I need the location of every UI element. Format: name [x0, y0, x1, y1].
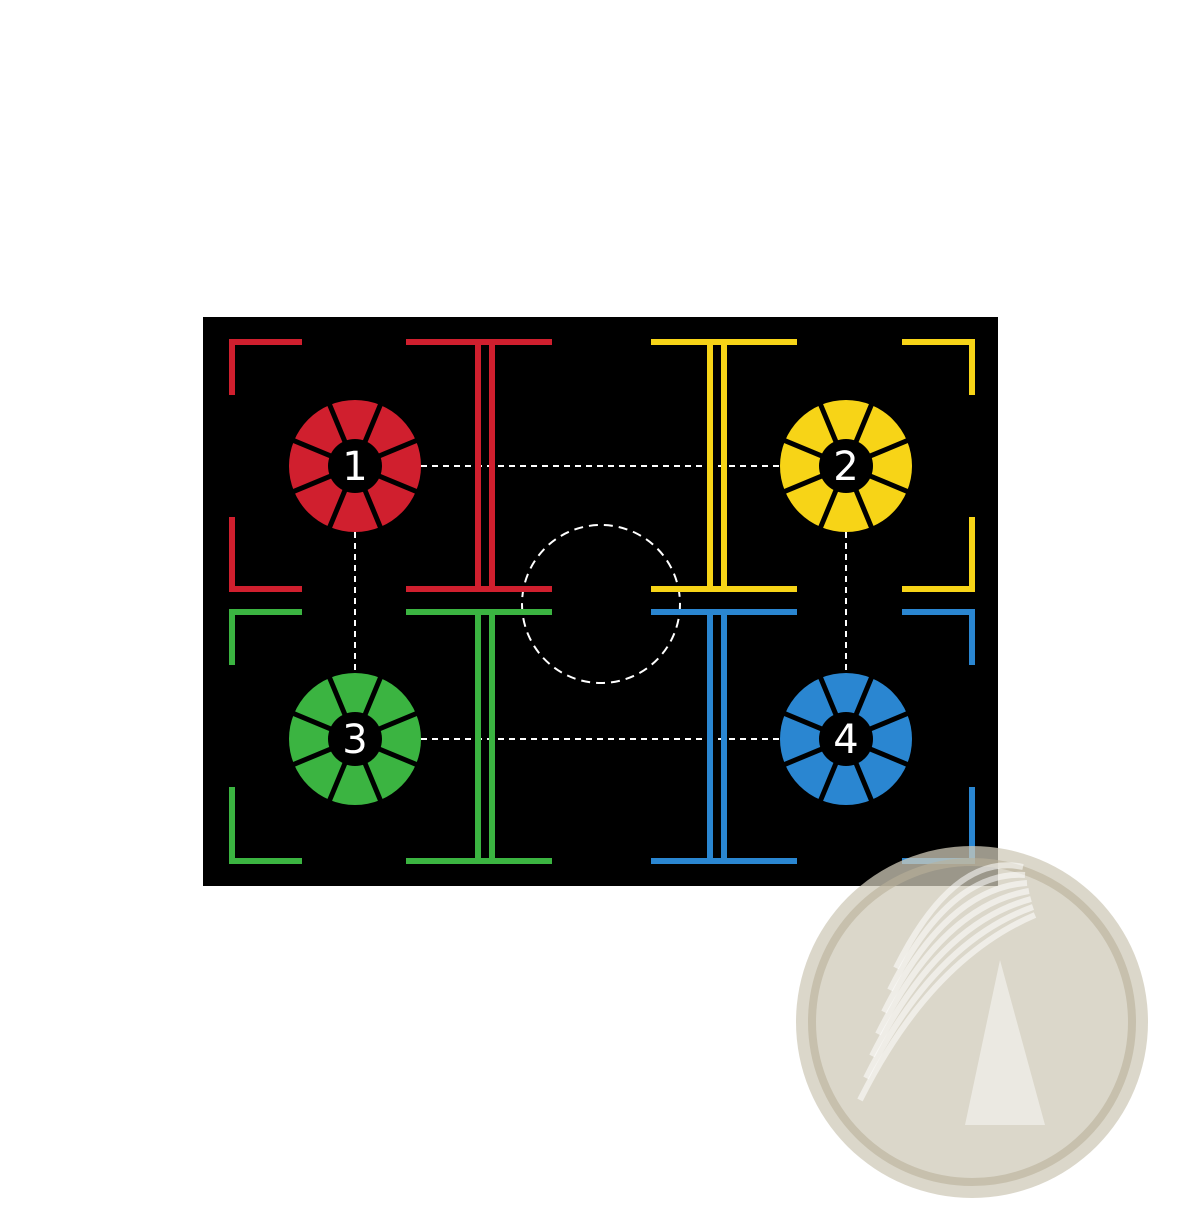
zone-4-target-spoke: [817, 675, 839, 716]
zone-2-target-spoke: [782, 473, 823, 495]
zone-2-target-spoke: [782, 437, 823, 459]
zone-4-target-spoke: [853, 675, 875, 716]
zone-2-target-center: [819, 439, 873, 493]
zone-4-target-spoke: [853, 762, 875, 803]
zone-1-group: 1: [229, 339, 552, 592]
zone-1-target-center: [328, 439, 382, 493]
zone-4-target-spoke: [817, 762, 839, 803]
zone-2-target-spoke: [853, 489, 875, 530]
board-background: [203, 317, 998, 886]
zone-3-target-spoke: [326, 675, 348, 716]
watermark-stripe: [881, 880, 1028, 1014]
zone-1-number-label: 1: [342, 444, 367, 490]
zone-1-target-spoke: [378, 473, 419, 495]
watermark-ring: [808, 858, 1136, 1186]
zone-2-target-spoke: [869, 437, 910, 459]
zone-3-target-spoke: [291, 746, 332, 768]
zone-2-group: 2: [651, 339, 975, 592]
zone-2-target-spoke: [869, 473, 910, 495]
zone-1-target-spoke: [362, 489, 384, 530]
zone-4-target-center: [819, 712, 873, 766]
watermark-stripe: [863, 904, 1035, 1080]
zone-2-target-spoke: [817, 402, 839, 443]
watermark-stripe: [887, 871, 1026, 992]
zone-3-target-spoke: [378, 746, 419, 768]
watermark-logo: [796, 846, 1148, 1198]
watermark-letter-shape: [965, 960, 1045, 1125]
watermark-disc: [796, 846, 1148, 1198]
zone-4-target-spoke: [869, 710, 910, 732]
zone-3-target-spoke: [362, 762, 384, 803]
zone-2-target-spoke: [817, 489, 839, 530]
zone-3-target-center: [328, 712, 382, 766]
watermark-stripe: [869, 896, 1032, 1058]
zone-1-target-spoke: [378, 437, 419, 459]
zone-1-target-spoke: [326, 489, 348, 530]
zone-4-number-label: 4: [833, 717, 858, 763]
zone-3-target-spoke: [378, 710, 419, 732]
zone-3-target-spoke: [362, 675, 384, 716]
watermark-stripe: [875, 888, 1030, 1036]
zone-1-target-spoke: [326, 402, 348, 443]
zone-2-target-spoke: [853, 402, 875, 443]
zone-3-number-label: 3: [342, 717, 367, 763]
zone-3-group: 3: [229, 609, 552, 864]
zone-2-number-label: 2: [833, 444, 858, 490]
watermark-stripe: [857, 912, 1037, 1102]
zone-3-target-spoke: [291, 710, 332, 732]
center-dashed-circle: [521, 524, 681, 684]
zone-1-target-spoke: [362, 402, 384, 443]
zone-1-target-spoke: [291, 437, 332, 459]
zone-4-target-spoke: [782, 746, 823, 768]
watermark-stripe: [893, 862, 1024, 970]
zone-3-target-spoke: [326, 762, 348, 803]
zone-1-target-spoke: [291, 473, 332, 495]
zone-4-target-spoke: [782, 710, 823, 732]
zone-4-target-spoke: [869, 746, 910, 768]
